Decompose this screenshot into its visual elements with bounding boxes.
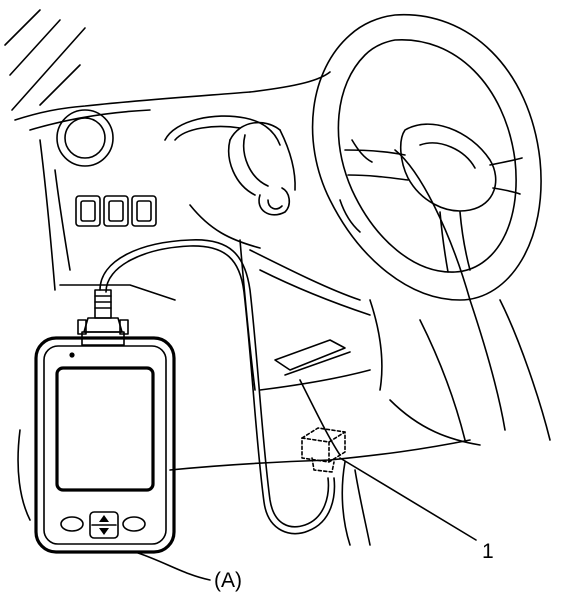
- left-soft-button: [60, 516, 84, 532]
- right-soft-button: [122, 516, 146, 532]
- steering-wheel: [311, 14, 542, 301]
- up-down-arrow-keys-icon: [89, 511, 119, 539]
- power-led-icon: [69, 352, 75, 358]
- diagnostic-cable: [99, 239, 336, 535]
- callout-leaders: [137, 457, 477, 581]
- callout-tool-label: (A): [214, 569, 242, 592]
- callout-connector-label: 1: [482, 540, 494, 563]
- ignition-key: [228, 121, 296, 216]
- a-pillar: [4, 9, 86, 111]
- air-vent: [56, 109, 114, 167]
- tool-cable-plug: [77, 289, 129, 346]
- switch-panel: [75, 195, 157, 227]
- obd-connector: [301, 427, 346, 473]
- tool-screen: [55, 366, 155, 492]
- dashboard: [14, 71, 551, 546]
- scan-tool: [34, 336, 176, 554]
